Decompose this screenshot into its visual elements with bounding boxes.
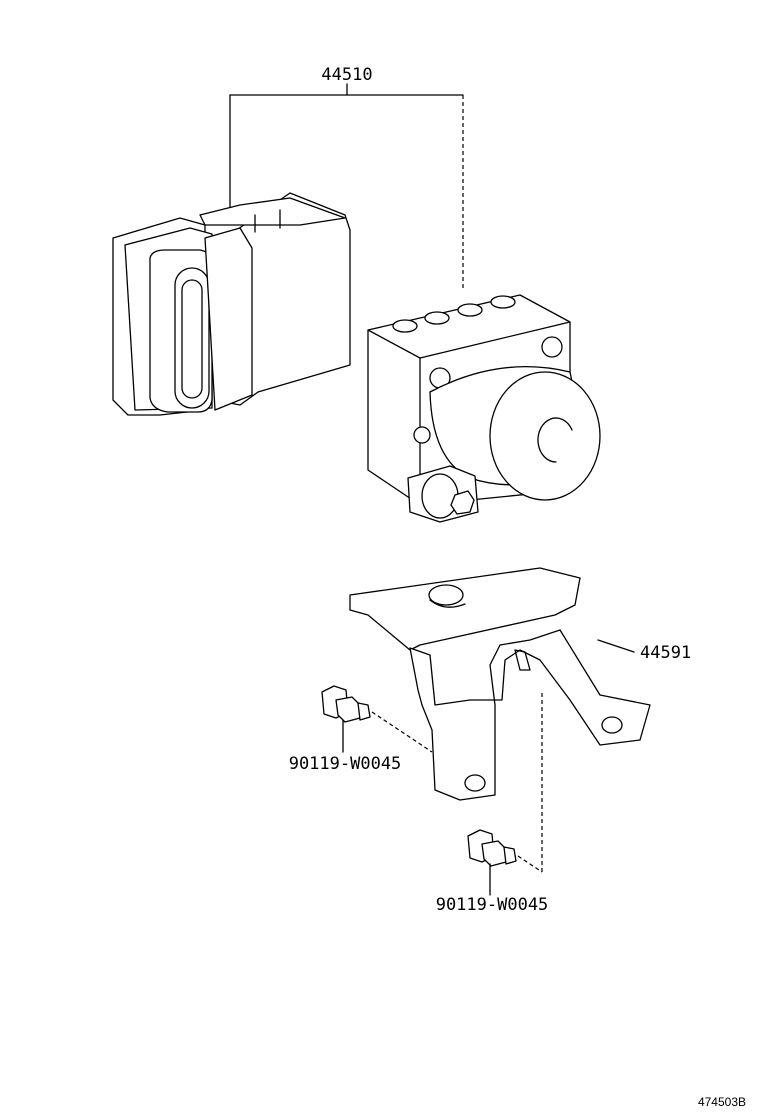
- leader-44591: [597, 639, 635, 653]
- bolt-lower: [467, 690, 543, 896]
- illustration-number: 474503B: [698, 1095, 746, 1109]
- actuator-bracket: [349, 567, 651, 801]
- label-44591[interactable]: 44591: [640, 643, 691, 663]
- label-bolt-upper[interactable]: 90119-W0045: [289, 754, 402, 774]
- bolt-upper: [321, 685, 433, 753]
- label-bolt-lower[interactable]: 90119-W0045: [436, 895, 549, 915]
- hydraulic-actuator: [367, 294, 601, 523]
- leader-44510: [229, 83, 464, 290]
- ecu-module: [112, 192, 351, 416]
- label-44510[interactable]: 44510: [321, 65, 372, 85]
